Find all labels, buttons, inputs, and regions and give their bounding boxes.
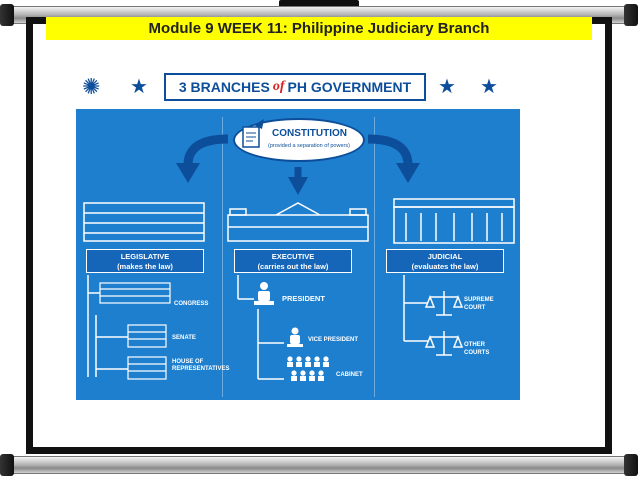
person-icon [287,327,303,347]
star-icon: ★ [438,76,456,98]
slide-title-bar: Module 9 WEEK 11: Philippine Judiciary B… [46,17,592,40]
president-label: PRESIDENT [282,294,325,303]
branch-role: (evaluates the law) [411,262,479,271]
bottom-right-end-cap [624,454,638,476]
branch-name: JUDICIAL [427,252,463,261]
judicial-tree-lines [403,275,428,342]
branch-role: (carries out the law) [257,262,329,271]
congress-label: CONGRESS [174,301,209,307]
other-courts-label-line1: OTHER [464,342,485,348]
senate-label: SENATE [172,335,196,341]
house-label-line2: REPRESENTATIVES [172,366,230,372]
banner-heading: 3 BRANCHES of PH GOVERNMENT [164,73,426,101]
building-icon [83,202,205,242]
star-icon: ★ [130,76,148,98]
building-icon [127,356,167,380]
person-icon [254,282,274,305]
branch-role: (makes the law) [117,262,173,271]
constitution-title: CONSTITUTION [272,128,347,139]
executive-tree-lines [237,275,284,380]
vice-president-label: VICE PRESIDENT [308,337,359,343]
banner-of: of [272,79,285,94]
sun-icon: ✺ [82,74,101,99]
infographic-drawing [83,119,515,381]
constitution-document-icon [242,119,264,148]
screen-bottom-roller [4,456,634,474]
constitution-subtitle: (provided a separation of powers) [268,143,350,149]
slide-title: Module 9 WEEK 11: Philippine Judiciary B… [148,20,490,37]
banner-prefix: 3 BRANCHES [178,79,270,95]
arrow-down-icon [367,134,420,183]
bottom-left-end-cap [0,454,14,476]
banner-suffix: PH GOVERNMENT [287,79,412,95]
column-divider [374,117,375,397]
arrow-down-icon [288,167,308,195]
infographic-banner: ✺ ★ 3 BRANCHES of PH GOVERNMENT ★ ★ [76,67,520,109]
judicial-branch-box: JUDICIAL (evaluates the law) [386,249,504,273]
justice-scale-icon [424,291,464,316]
star-icon: ★ [480,76,498,98]
building-icon [127,324,167,348]
executive-branch-box: EXECUTIVE (carries out the law) [234,249,352,273]
house-label-line1: HOUSE OF [172,359,204,365]
building-icon [227,202,369,242]
three-branches-infographic: ✺ ★ 3 BRANCHES of PH GOVERNMENT ★ ★ CONS… [76,67,520,400]
arrow-down-icon [176,134,229,183]
cabinet-label: CABINET [336,372,363,378]
projector-screen-clip [279,0,359,8]
person-icon [287,356,329,381]
supreme-court-label-line2: COURT [464,305,486,311]
column-divider [222,117,223,397]
legislative-tree-lines [87,275,128,377]
top-left-end-cap [0,4,14,26]
building-icon [99,282,171,304]
building-icon [393,198,515,244]
other-courts-label-line2: COURTS [464,350,490,356]
branch-name: LEGISLATIVE [120,252,170,261]
justice-scale-icon [424,331,464,356]
branch-name: EXECUTIVE [271,252,315,261]
top-right-end-cap [624,4,638,26]
supreme-court-label-line1: SUPREME [464,297,494,303]
legislative-branch-box: LEGISLATIVE (makes the law) [86,249,204,273]
